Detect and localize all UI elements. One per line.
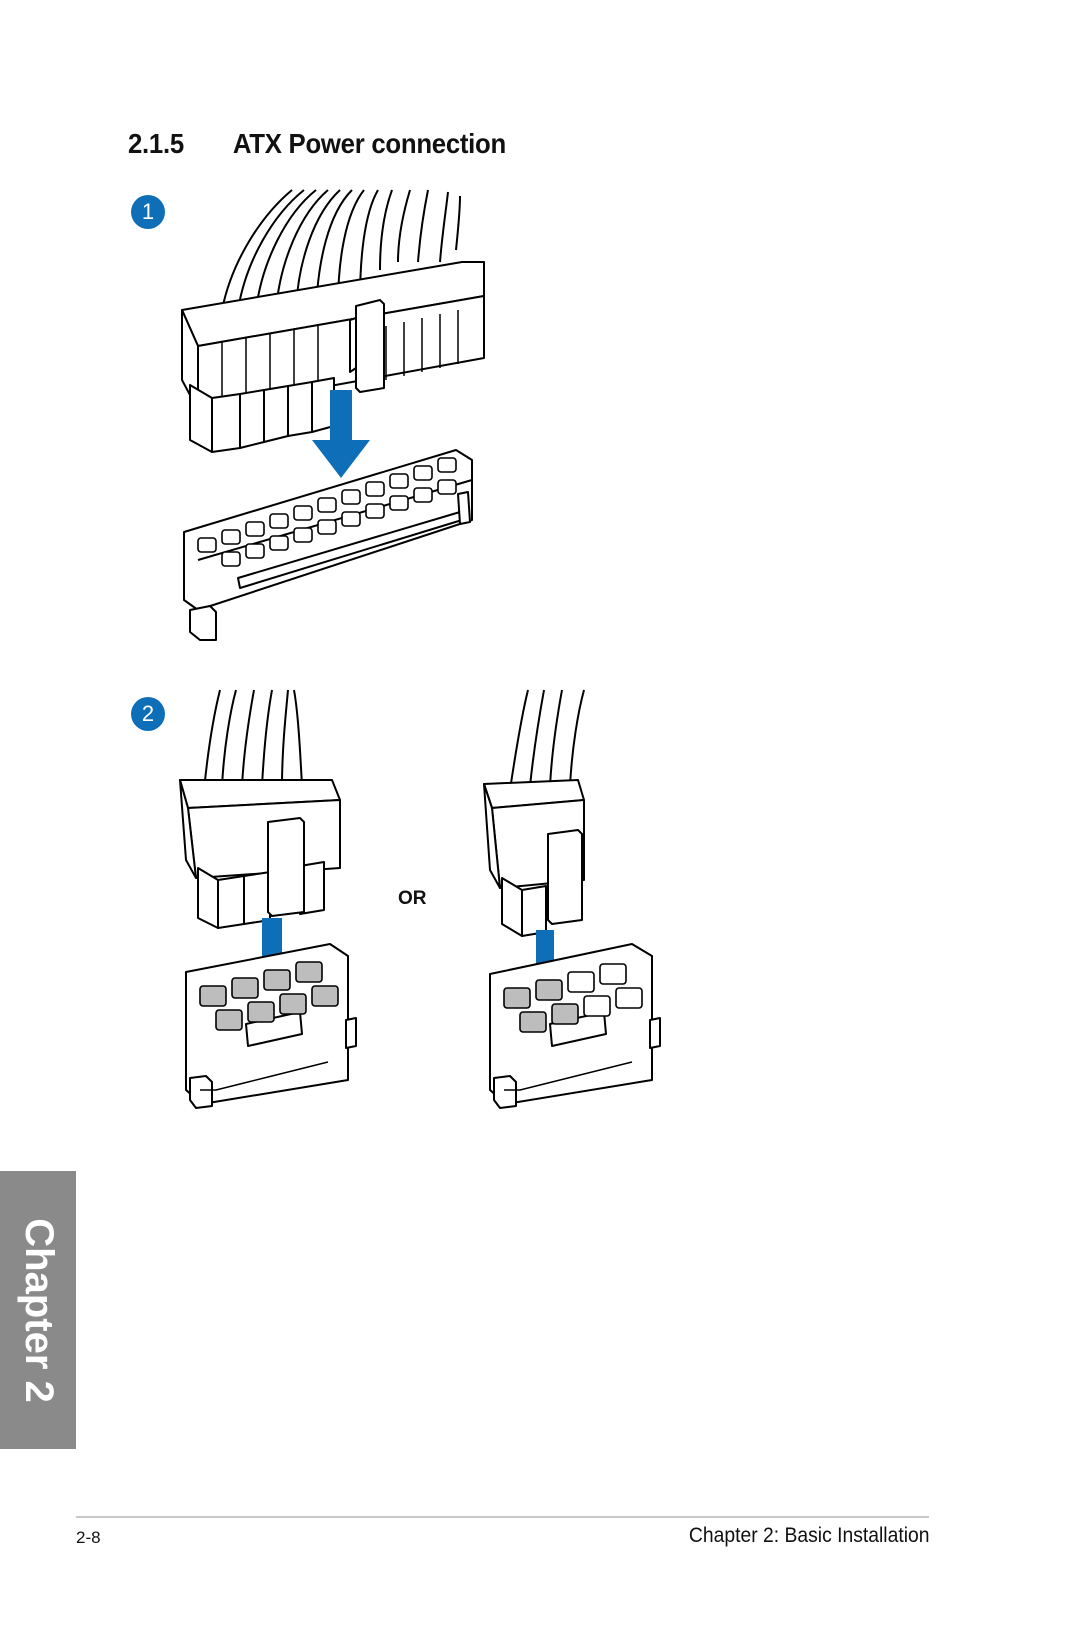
header-4pin-illustration <box>489 943 661 1109</box>
step-2-label: 2 <box>141 701 155 726</box>
footer-divider <box>76 1516 929 1518</box>
step-2-badge: 2 <box>131 697 165 731</box>
connector-24pin-illustration <box>181 189 485 453</box>
down-arrow-icon <box>312 390 370 478</box>
header-8pin-illustration <box>185 943 357 1109</box>
or-label: OR <box>398 888 427 909</box>
step-1-badge: 1 <box>131 195 165 229</box>
chapter-tab-label: Chapter 2 <box>16 1217 61 1403</box>
section-heading: 2.1.5 ATX Power connection <box>128 128 506 160</box>
section-number: 2.1.5 <box>128 128 184 159</box>
connector-4pin-illustration <box>483 689 585 937</box>
chapter-tab: Chapter 2 <box>0 1171 76 1449</box>
page-number: 2-8 <box>76 1528 101 1547</box>
footer-chapter-title: Chapter 2: Basic Installation <box>688 1524 929 1547</box>
section-title: ATX Power connection <box>232 128 506 159</box>
step-1-label: 1 <box>141 199 155 224</box>
connector-8pin-illustration <box>179 689 341 929</box>
header-24pin-illustration <box>183 449 473 641</box>
